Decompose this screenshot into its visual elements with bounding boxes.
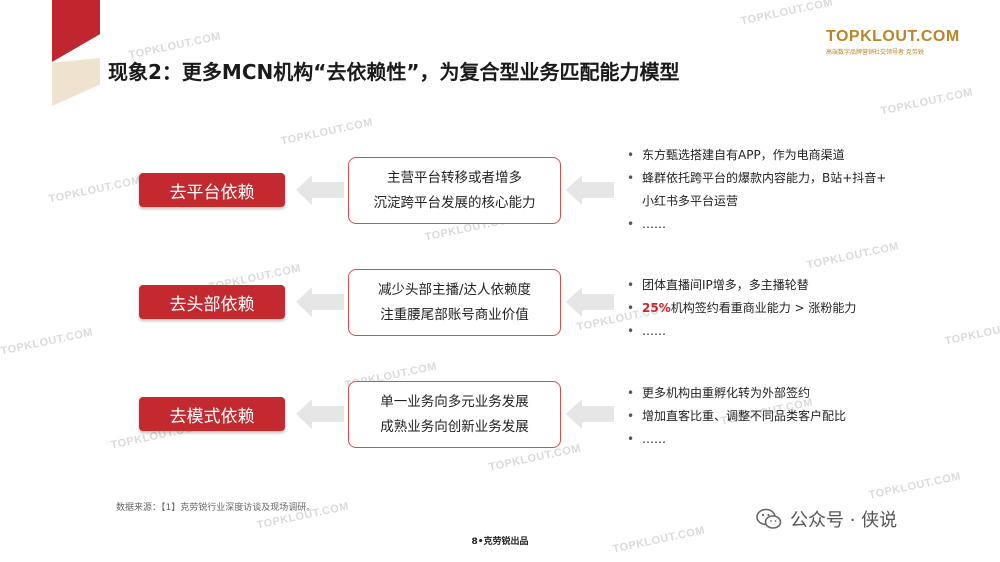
arrow-left-icon — [296, 175, 344, 205]
arrow-left-icon — [566, 287, 614, 317]
list-item: 增加直客比重、调整不同品类客户配比 — [624, 405, 846, 428]
summary-line: 单一业务向多元业务发展 — [380, 393, 529, 410]
summary-line: 主营平台转移或者增多 — [387, 169, 522, 186]
list-item: 更多机构由重孵化转为外部签约 — [624, 382, 846, 405]
corner-ribbon-red — [52, 0, 100, 62]
watermark: TOPKLOUT.COM — [867, 470, 963, 502]
data-source-note: 数据来源：【1】克劳锐行业深度访谈及现场调研。 — [116, 503, 316, 513]
list-item: …… — [624, 428, 846, 451]
watermark: TOPKLOUT.COM — [879, 86, 975, 118]
list-item-continuation: 小红书多平台运营 — [642, 194, 739, 208]
arrow-left-icon — [566, 399, 614, 429]
summary-box-head: 减少头部主播/达人依赖度 注重腰尾部账号商业价值 — [348, 269, 561, 336]
wechat-icon — [756, 508, 782, 529]
list-item: 东方甄选搭建自有APP，作为电商渠道 — [624, 144, 886, 167]
logo-text: TOPKLOUT.COM — [826, 28, 960, 45]
watermark: TOPKLOUT.COM — [47, 174, 143, 206]
list-item: 25%机构签约看重商业能力 > 涨粉能力 — [624, 297, 856, 320]
summary-box-mode: 单一业务向多元业务发展 成熟业务向创新业务发展 — [348, 381, 561, 448]
watermark: TOPKLOUT.COM — [943, 316, 1000, 348]
arrow-left-icon — [566, 175, 614, 205]
list-item: …… — [624, 213, 886, 236]
list-item-text: 机构签约看重商业能力 > 涨粉能力 — [670, 301, 857, 315]
wechat-account-tag: 公众号 · 侠说 — [756, 506, 897, 532]
list-item: 团体直播间IP增多，多主播轮替 — [624, 274, 856, 297]
watermark: TOPKLOUT.COM — [805, 240, 901, 272]
corner-ribbon-beige — [52, 58, 100, 106]
brand-logo: TOPKLOUT.COM 高端数字品牌营销社交领导者 克劳锐 — [826, 28, 960, 56]
category-pill-mode: 去模式依赖 — [139, 397, 285, 431]
watermark: TOPKLOUT.COM — [739, 0, 835, 28]
list-item: 蜂群依托跨平台的爆款内容能力，B站+抖音+ — [624, 167, 886, 190]
arrow-left-icon — [296, 287, 344, 317]
logo-subtitle: 高端数字品牌营销社交领导者 克劳锐 — [826, 49, 924, 56]
example-list-platform: 东方甄选搭建自有APP，作为电商渠道 蜂群依托跨平台的爆款内容能力，B站+抖音+… — [624, 144, 886, 236]
watermark: TOPKLOUT.COM — [0, 326, 95, 358]
watermark: TOPKLOUT.COM — [279, 116, 375, 148]
arrow-left-icon — [296, 399, 344, 429]
page-number: 8•克劳锐出品 — [471, 537, 529, 547]
list-item: …… — [624, 320, 856, 343]
example-list-mode: 更多机构由重孵化转为外部签约 增加直客比重、调整不同品类客户配比 …… — [624, 382, 846, 451]
summary-box-platform: 主营平台转移或者增多 沉淀跨平台发展的核心能力 — [348, 157, 561, 224]
wechat-account-name: 公众号 · 侠说 — [790, 510, 898, 531]
summary-line: 沉淀跨平台发展的核心能力 — [373, 194, 536, 211]
example-list-head: 团体直播间IP增多，多主播轮替 25%机构签约看重商业能力 > 涨粉能力 …… — [624, 274, 856, 343]
highlight-percent: 25% — [642, 301, 671, 315]
summary-line: 减少头部主播/达人依赖度 — [377, 281, 532, 298]
category-pill-head: 去头部依赖 — [139, 285, 285, 319]
summary-line: 注重腰尾部账号商业价值 — [380, 306, 529, 323]
category-pill-platform: 去平台依赖 — [139, 173, 285, 207]
summary-line: 成熟业务向创新业务发展 — [380, 418, 529, 435]
page-title: 现象2：更多MCN机构“去依赖性”，为复合型业务匹配能力模型 — [108, 60, 680, 84]
